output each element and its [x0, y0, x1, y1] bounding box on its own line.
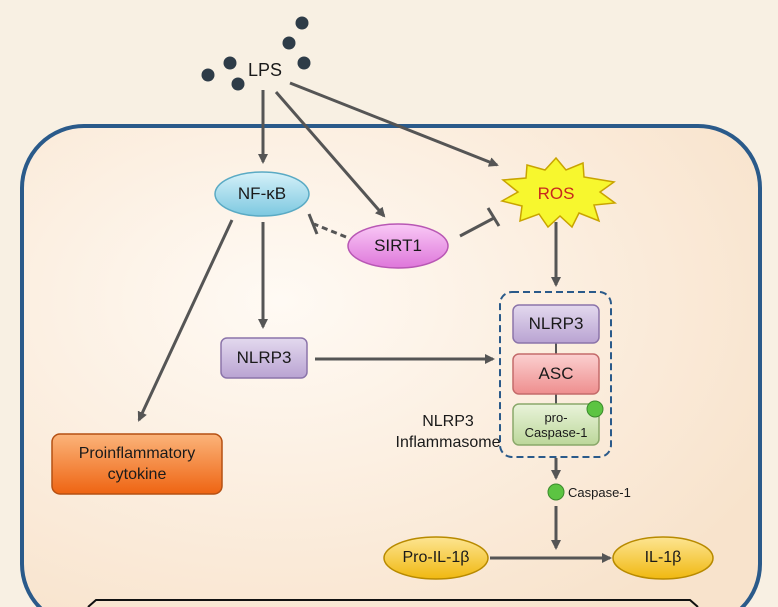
ros-starburst — [499, 156, 618, 229]
cell-bottom-line — [87, 599, 699, 607]
nfkb-node — [214, 171, 310, 217]
pro-caspase-dot — [586, 400, 604, 418]
pro-caspase-label: pro- Caspase-1 — [524, 409, 588, 440]
il1b-node — [612, 536, 714, 580]
caspase-label: Caspase-1 — [568, 484, 631, 500]
asc-label: ASC — [538, 364, 574, 383]
lps-molecules — [201, 16, 311, 91]
pro-il1b-node — [383, 536, 489, 580]
inflammasome-complex-border — [499, 291, 612, 458]
arrow-lps-ros — [289, 81, 499, 167]
pro-il1b-label: Pro-IL-1β — [402, 549, 470, 566]
inhibit-sirt1-nfkb — [307, 213, 347, 239]
sirt1-label: SIRT1 — [374, 236, 422, 255]
lps-label: LPS — [247, 59, 283, 80]
inflammasome-label: NLRP3 Inflammasome — [395, 413, 501, 451]
cytokine-node — [51, 433, 223, 495]
inhibit-sirt1-ros — [459, 207, 501, 238]
ros-label: ROS — [537, 184, 575, 203]
caspase-dot — [547, 483, 565, 501]
arrow-nfkb-cytokine — [137, 219, 234, 422]
il1b-label: IL-1β — [644, 549, 682, 566]
pro-caspase-node — [512, 403, 600, 446]
asc-node — [512, 353, 600, 395]
cytokine-label: Proinflammatory cytokine — [78, 445, 196, 483]
sirt1-node — [347, 223, 449, 269]
inflammasome-nlrp3-node — [512, 304, 600, 344]
nlrp3-free-label: NLRP3 — [236, 348, 292, 367]
arrow-lps-sirt1 — [274, 91, 386, 218]
nfkb-label: NF-κB — [237, 184, 287, 203]
nlrp3-free-node — [220, 337, 308, 379]
inflammasome-nlrp3-label: NLRP3 — [528, 314, 584, 333]
cell-membrane — [20, 124, 762, 607]
